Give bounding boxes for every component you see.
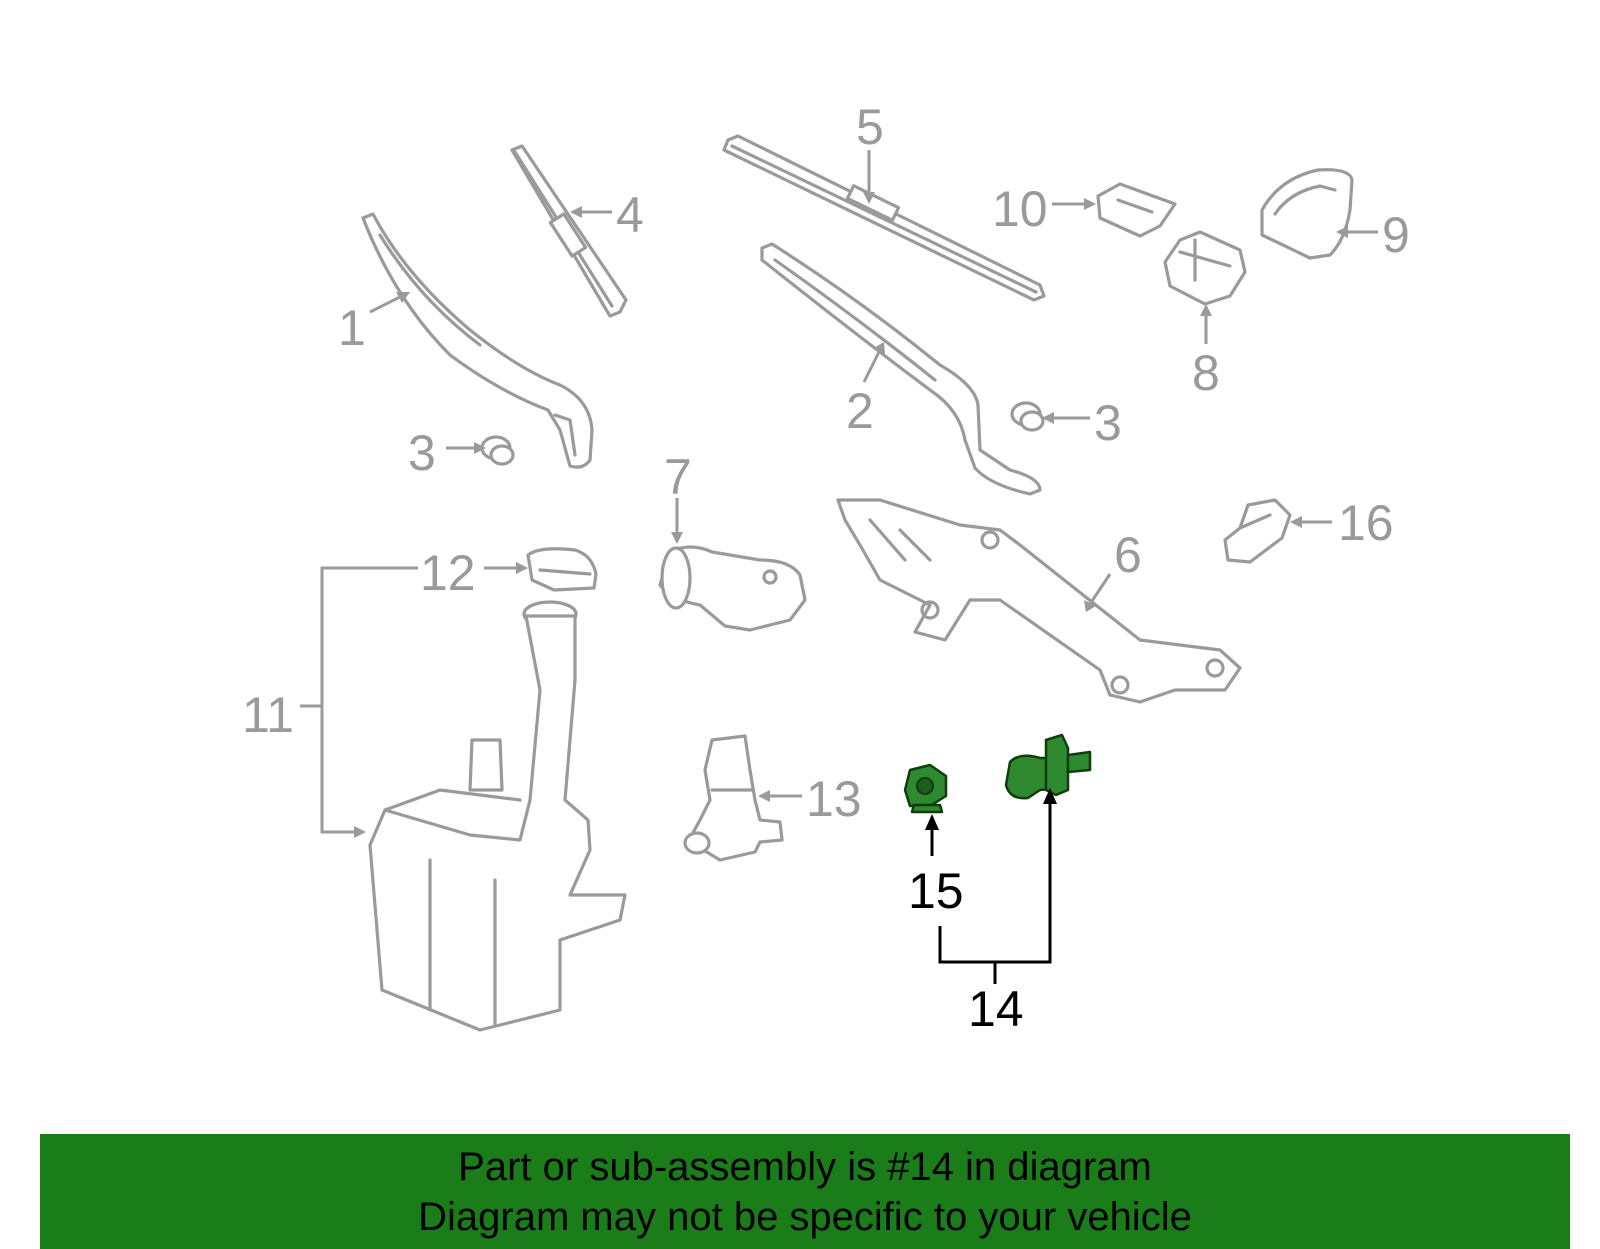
callout-4: 4 — [616, 187, 644, 243]
callout-5: 5 — [856, 99, 884, 155]
part-2-wiper-arm[interactable] — [760, 242, 1042, 496]
callout-14: 14 — [968, 981, 1024, 1037]
callout-8: 8 — [1192, 345, 1220, 401]
part-6-linkage[interactable] — [836, 498, 1242, 704]
part-15-nut[interactable] — [903, 763, 948, 814]
callout-7: 7 — [664, 449, 692, 505]
callout-12: 12 — [420, 545, 476, 601]
part-12-cap[interactable] — [526, 547, 598, 592]
part-1-wiper-arm[interactable] — [361, 212, 594, 469]
part-16-bracket[interactable] — [1223, 498, 1292, 564]
callout-1: 1 — [338, 300, 366, 356]
part-13-washer-pump[interactable] — [683, 734, 784, 862]
part-9-cover[interactable] — [1260, 168, 1354, 260]
callout-10: 10 — [992, 181, 1048, 237]
callout-6: 6 — [1114, 527, 1142, 583]
callout-3-right: 3 — [1094, 395, 1122, 451]
callout-2: 2 — [846, 383, 874, 439]
leader-lines — [300, 150, 1378, 984]
callout-15: 15 — [908, 863, 964, 919]
banner-line-2: Diagram may not be specific to your vehi… — [418, 1195, 1192, 1239]
callout-13: 13 — [806, 771, 862, 827]
banner-line-1: Part or sub-assembly is #14 in diagram — [458, 1145, 1152, 1189]
callout-11: 11 — [242, 687, 294, 743]
part-5-wiper-blade[interactable] — [722, 134, 1046, 302]
part-11-reservoir[interactable] — [368, 600, 627, 1032]
part-8-relay[interactable] — [1163, 230, 1247, 306]
callout-9: 9 — [1382, 207, 1410, 263]
callout-16: 16 — [1338, 495, 1394, 551]
callout-3-left: 3 — [408, 425, 436, 481]
part-14-bolt[interactable] — [1004, 733, 1092, 800]
part-10-cover[interactable] — [1096, 182, 1177, 238]
part-7-wiper-motor[interactable] — [658, 545, 807, 632]
part-3-cap-right[interactable] — [1010, 401, 1045, 432]
part-3-cap-left[interactable] — [480, 435, 515, 466]
info-banner: Part or sub-assembly is #14 in diagram D… — [40, 1134, 1570, 1249]
callout-labels: 1 2 3 3 4 5 6 7 8 9 10 11 12 13 14 15 16 — [242, 99, 1410, 1037]
part-4-wiper-blade[interactable] — [510, 144, 628, 318]
